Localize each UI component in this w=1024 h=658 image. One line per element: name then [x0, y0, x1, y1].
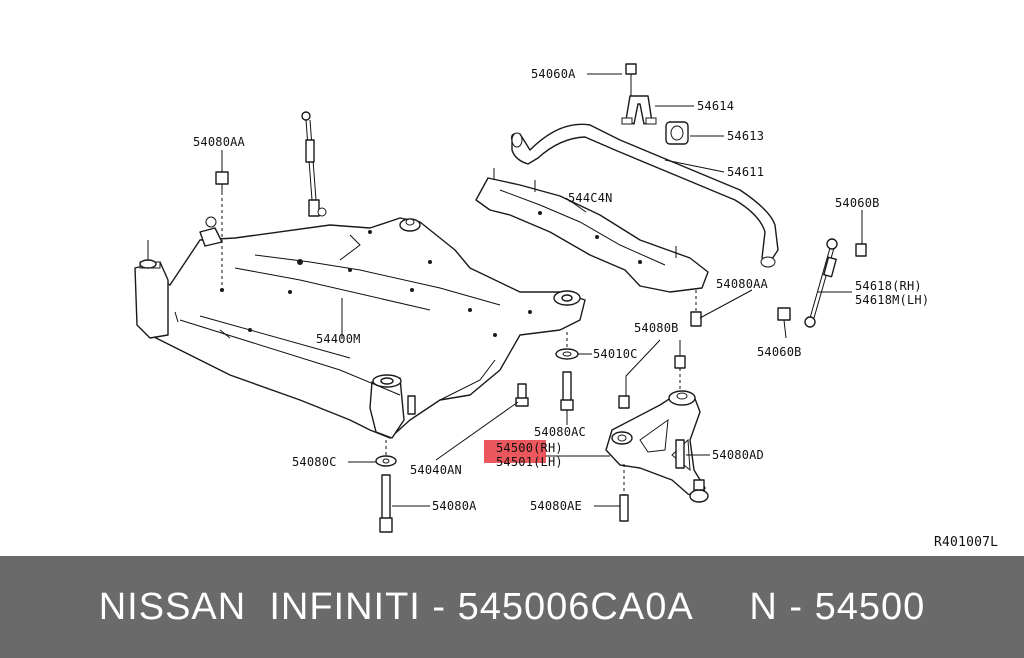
label-54400M: 54400M [316, 332, 361, 346]
bracket-544C4N [475, 168, 709, 293]
part-number-banner: NISSAN INFINITI - 545006CA0A N - 54500 [0, 556, 1024, 658]
bolt-54080AA-right [690, 290, 702, 327]
label-54080AD: 54080AD [712, 448, 764, 462]
label-54060A: 54060A [531, 67, 576, 81]
clamp-54614 [621, 95, 657, 125]
suspension-member [134, 216, 586, 439]
label-54611: 54611 [727, 165, 764, 179]
label-54080AE: 54080AE [530, 499, 582, 513]
bolt-54080A [379, 474, 393, 533]
label-54618MLH: 54618M(LH) [855, 293, 929, 307]
label-54080B: 54080B [634, 321, 679, 335]
label-54080A: 54080A [432, 499, 477, 513]
reference-code: R401007L [934, 535, 998, 550]
label-54080C: 54080C [292, 455, 337, 469]
label-54080AA-right: 54080AA [716, 277, 769, 291]
washer-54010C [555, 332, 579, 360]
callout-labels: 54060A 54614 54613 54611 54080AA 544C4N … [193, 67, 998, 550]
stabilizer-bar [510, 123, 779, 268]
label-544C4N: 544C4N [568, 191, 613, 205]
label-54614: 54614 [697, 99, 734, 113]
lower-control-arm [605, 390, 709, 522]
bushing-54613 [665, 121, 689, 145]
label-54618RH: 54618(RH) [855, 279, 922, 293]
bolt-54060A [625, 63, 637, 96]
leader-lines [221, 73, 863, 507]
parts-diagram: 54060A 54614 54613 54611 54080AA 544C4N … [134, 63, 998, 550]
label-54040AN: 54040AN [410, 463, 462, 477]
stabilizer-link [777, 238, 867, 339]
bolt-54080AC [560, 371, 574, 411]
label-54080AC: 54080AC [534, 425, 586, 439]
label-54613: 54613 [727, 129, 764, 143]
label-54501LH: 54501(LH) [496, 455, 563, 469]
bolt-54080B [618, 355, 686, 409]
highlight-box [484, 440, 546, 463]
label-54500RH: 54500(RH) [496, 441, 563, 455]
label-54080AA-top: 54080AA [193, 135, 246, 149]
sensor-link-rod [301, 111, 327, 217]
bolt-54080C [375, 440, 397, 467]
part-number-text: NISSAN INFINITI - 545006CA0A N - 54500 [98, 585, 926, 628]
label-54010C: 54010C [593, 347, 638, 361]
label-54060B-top: 54060B [835, 196, 880, 210]
label-54060B-bottom: 54060B [757, 345, 802, 359]
bolt-54040AN [515, 383, 529, 407]
bolt-54080AA-left [215, 171, 229, 290]
